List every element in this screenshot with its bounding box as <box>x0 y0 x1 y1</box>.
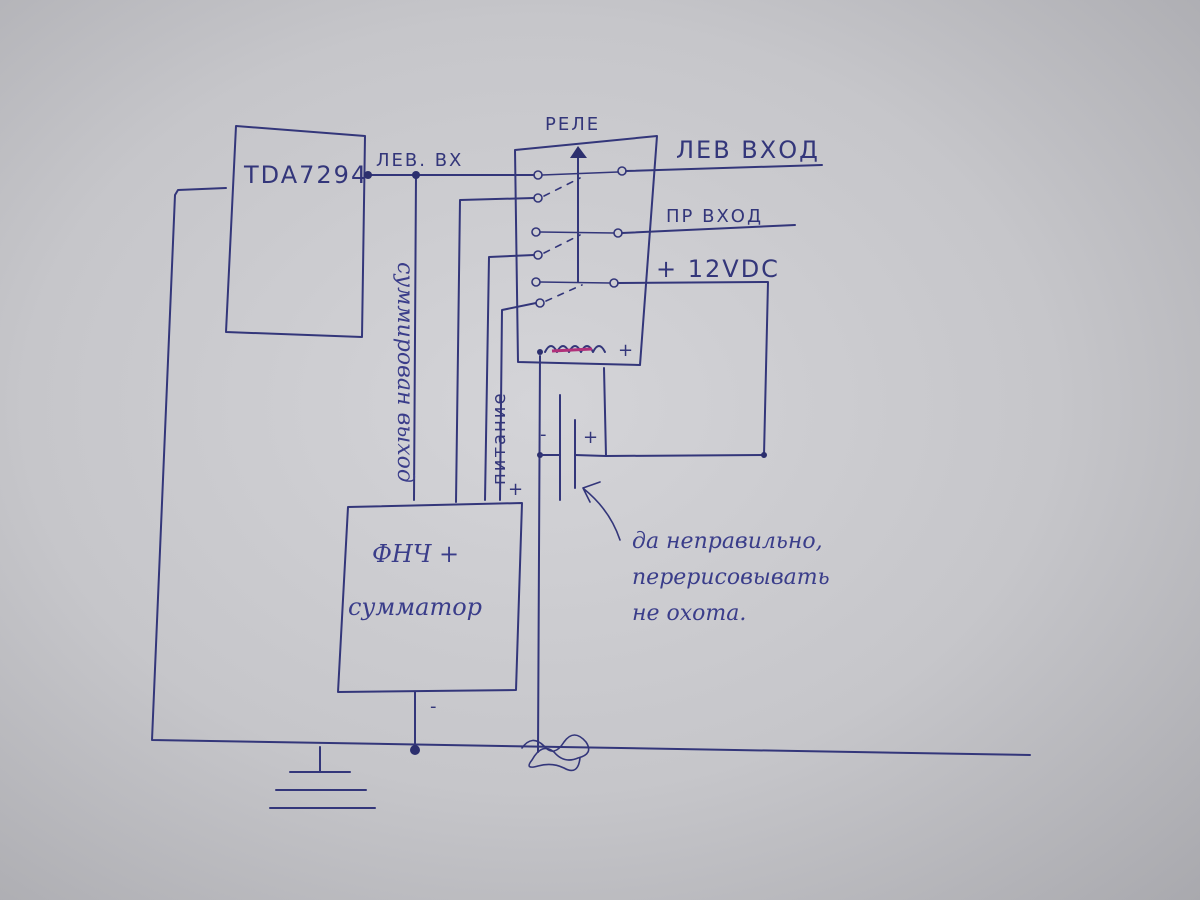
battery-plus-label: + <box>583 427 600 448</box>
left-input-label: ЛЕВ ВХОД <box>676 136 820 164</box>
coil-plus-label: + <box>618 340 635 361</box>
note-line-3: не охота. <box>632 601 746 626</box>
wires <box>151 164 1031 809</box>
scribble-junction <box>521 734 590 772</box>
battery-minus-label: - <box>540 424 549 445</box>
filter-minus-label: - <box>430 696 439 717</box>
note-line-1: да неправильно, <box>632 529 823 554</box>
left-out-label: ЛЕВ. ВХ <box>376 150 463 171</box>
power-label: питание <box>489 391 510 485</box>
relay-block: РЕЛЕ + <box>514 114 658 366</box>
note-arrow-icon <box>582 481 621 541</box>
tda7294-block: TDA7294 <box>225 125 368 338</box>
summed-output-label: суммирован выход <box>392 262 417 483</box>
right-input-label: ПР ВХОД <box>666 206 763 227</box>
battery-icon: - + <box>539 394 607 501</box>
supply-12vdc-label: + 12VDC <box>656 255 780 283</box>
summator-label: сумматор <box>348 593 482 621</box>
power-plus-label: + <box>508 479 525 500</box>
relay-actuator-icon <box>570 146 587 158</box>
relay-label: РЕЛЕ <box>545 114 600 135</box>
filter-summator-block: ФНЧ + сумматор - <box>337 502 523 717</box>
filter-label: ФНЧ + <box>372 540 459 568</box>
relay-coil-icon: + <box>537 340 635 361</box>
note-line-2: перерисовывать <box>632 565 830 590</box>
tda7294-label: TDA7294 <box>243 161 368 189</box>
